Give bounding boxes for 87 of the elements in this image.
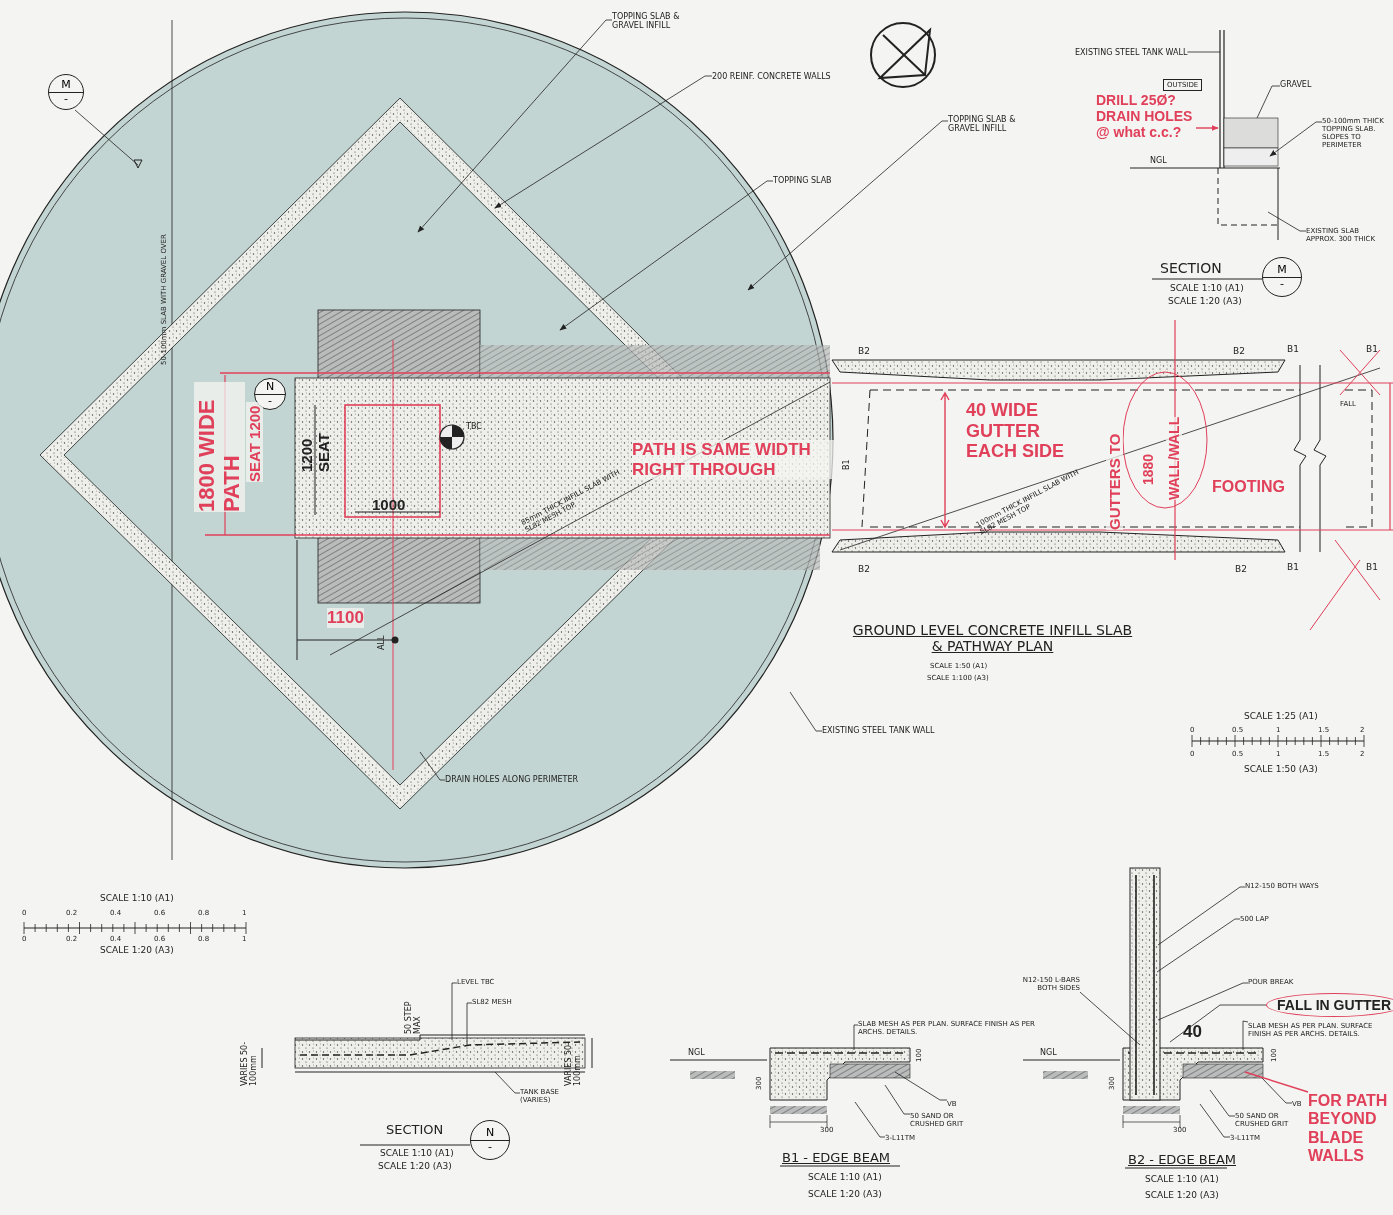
leader-line: [1209, 1089, 1236, 1117]
leader-line: [853, 1024, 859, 1051]
scale-text: SCALE 1:20 (A3): [378, 1161, 452, 1172]
section-marker: [470, 1120, 510, 1160]
marker-number: -: [1280, 277, 1284, 290]
leader-line: [494, 1071, 521, 1094]
scale-text: SCALE 1:20 (A3): [808, 1189, 882, 1200]
callout-text: EXISTING STEEL TANK WALL: [822, 726, 935, 736]
callout-text: TOPPING SLAB & GRAVEL INFILL: [612, 12, 684, 31]
leader-line: [1261, 1077, 1293, 1104]
leader-line: [1157, 982, 1249, 1021]
beam-tag: B1: [1366, 344, 1378, 355]
marker-number: -: [64, 92, 68, 105]
section-marker: [48, 74, 84, 110]
scale-text: SCALE 1:10 (A1): [808, 1172, 882, 1183]
leader-line: [1156, 918, 1241, 973]
scale-text: SCALE 1:10 (A1): [100, 893, 174, 904]
ground-level-tag: NGL: [1150, 156, 1167, 166]
handwritten-dimension: 1000: [372, 496, 406, 514]
section-title: B2 - EDGE BEAM: [1128, 1153, 1237, 1168]
marker-letter: M: [1263, 264, 1301, 278]
beam-tag: B2: [858, 346, 870, 357]
scale-text: SCALE 1:25 (A1): [1244, 711, 1318, 722]
handwritten-dimension: 1100: [327, 608, 364, 628]
scale-text: SCALE 1:20 (A3): [1168, 296, 1242, 307]
beam-tag: B2: [858, 564, 870, 575]
handwritten-dimension: 40: [1183, 1022, 1202, 1042]
handwritten-note: PATH IS SAME WIDTH RIGHT THROUGH: [632, 440, 837, 480]
callout-text: EXISTING STEEL TANK WALL: [1075, 48, 1188, 58]
leader-line: [451, 982, 458, 1041]
ground-level-tag: NGL: [1040, 1048, 1057, 1058]
beam-tag: B1: [1287, 562, 1299, 573]
callout-text: 200 REINF. CONCRETE WALLS: [712, 72, 831, 82]
marker-letter: N: [255, 381, 285, 395]
section-marker: [1262, 257, 1302, 297]
handwritten-dimension: 1800 WIDE PATH: [194, 382, 245, 512]
handwritten-note: DRILL 25Ø? DRAIN HOLES @ what c.c.?: [1096, 92, 1196, 141]
leader-line: [1157, 886, 1246, 946]
handwritten-note: WALL/WALL: [1166, 416, 1183, 500]
scale-text: SCALE 1:20 (A3): [100, 945, 174, 956]
marker-letter: N: [471, 1127, 509, 1141]
leader-line: [1244, 1071, 1309, 1093]
callout-text: TOPPING SLAB & GRAVEL INFILL: [948, 115, 1020, 134]
section-title: SECTION: [1160, 260, 1222, 277]
marker-number: -: [268, 394, 272, 407]
beam-tag: B2: [1235, 564, 1247, 575]
callout-text: DRAIN HOLES ALONG PERIMETER: [445, 775, 579, 785]
leader-line: [894, 1071, 948, 1101]
beam-tag: B1: [1366, 562, 1378, 573]
handwritten-note: FOR PATH BEYOND BLADE WALLS: [1308, 1092, 1390, 1166]
leader-line: [1267, 211, 1307, 232]
scale-text: SCALE 1:20 (A3): [1145, 1190, 1219, 1201]
dimension-text: 50 STEP MAX: [404, 1000, 423, 1034]
handwritten-note: GUTTERS TO: [1106, 430, 1124, 530]
level-note: TBC: [466, 422, 482, 432]
dimension-text: VARIES 50-100mm: [564, 1040, 583, 1086]
dimension-text: VARIES 50-100mm: [240, 1040, 259, 1086]
leader-line: [884, 1084, 911, 1115]
scale-text: SCALE 1:10 (A1): [1145, 1174, 1219, 1185]
scale-text: SCALE 1:10 (A1): [1170, 283, 1244, 294]
callout-text: GRAVEL: [1280, 80, 1312, 90]
scale-text: SCALE 1:10 (A1): [380, 1148, 454, 1159]
leader-line: [1169, 1004, 1267, 1043]
section-title: SECTION: [386, 1123, 444, 1138]
handwritten-dimension: SEAT 1200: [246, 402, 264, 482]
marker-number: -: [488, 1140, 492, 1153]
leader-line: [466, 1002, 473, 1047]
leader-line: [1199, 1103, 1231, 1138]
note-text: ALL: [377, 635, 387, 650]
leader-line: [1195, 125, 1219, 131]
section-title: B1 - EDGE BEAM: [782, 1151, 891, 1166]
leader-line: [1242, 1020, 1249, 1051]
handwritten-dimension: 1200 SEAT: [298, 432, 333, 472]
leader-line: [854, 1101, 886, 1138]
leader-line: [1079, 991, 1141, 1046]
callout-text: TOPPING SLAB: [773, 176, 832, 186]
leader-line: [1256, 85, 1281, 119]
ground-level-tag: NGL: [688, 1048, 705, 1058]
beam-tag: B1: [842, 459, 852, 470]
beam-tag: B2: [1233, 346, 1245, 357]
beam-tag: B1: [1287, 344, 1299, 355]
scale-text: SCALE 1:50 (A3): [1244, 764, 1318, 775]
leader-line: [419, 751, 446, 781]
marker-letter: M: [49, 79, 83, 93]
plan-title: GROUND LEVEL CONCRETE INFILL SLAB & PATHWAY PLAN: [851, 622, 1134, 655]
leader-line: [1187, 51, 1221, 53]
leader-line: [789, 691, 823, 732]
